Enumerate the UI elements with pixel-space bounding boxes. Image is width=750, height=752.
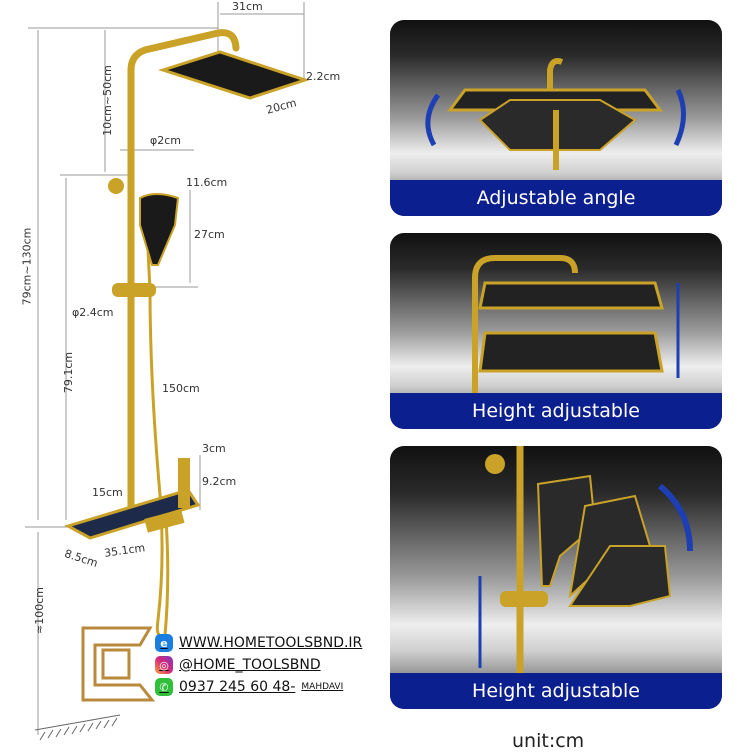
- brand-logo: [81, 626, 156, 702]
- instagram-link[interactable]: ◎ @HOME_TOOLSBND: [155, 656, 321, 674]
- panel-adjustable-angle: Adjustable angle: [390, 20, 722, 216]
- height-illustration: [472, 255, 680, 393]
- dim-head-width: 31cm: [232, 0, 263, 13]
- handheld-illustration: [478, 446, 693, 673]
- instagram-text: @HOME_TOOLSBND: [179, 657, 321, 673]
- dim-head-thickness: 2.2cm: [306, 70, 341, 83]
- whatsapp-icon: ✆: [155, 678, 173, 696]
- dim-spout-width: 3cm: [202, 442, 226, 455]
- dim-arm-height: 10cm~50cm: [100, 65, 114, 136]
- dim-handheld-width: 11.6cm: [186, 176, 228, 189]
- instagram-icon: ◎: [155, 656, 173, 674]
- dim-pipe-bottom: φ2.4cm: [72, 306, 114, 319]
- panel-label: Adjustable angle: [390, 180, 722, 216]
- dim-handheld-length: 27cm: [194, 228, 225, 241]
- panel-label: Height adjustable: [390, 673, 722, 709]
- angle-illustration: [425, 58, 686, 170]
- dim-pipe-top: φ2cm: [150, 134, 182, 147]
- browser-icon: e: [155, 634, 173, 652]
- whatsapp-link[interactable]: ✆ 0937 245 60 48- MAHDAVI: [155, 678, 343, 696]
- panel-label: Height adjustable: [390, 393, 722, 429]
- swing-arrow-icon: [658, 483, 693, 552]
- shower-system-diagram: [25, 2, 310, 741]
- panel-height-adjustable-head: Height adjustable: [390, 233, 722, 429]
- website-text: WWW.HOMETOOLSBND.IR: [179, 635, 363, 651]
- dim-spout-height: 9.2cm: [202, 475, 237, 488]
- dim-total-height: 79cm~130cm: [20, 227, 34, 306]
- website-link[interactable]: e WWW.HOMETOOLSBND.IR: [155, 634, 362, 652]
- panel-height-adjustable-handheld: Height adjustable: [390, 446, 722, 709]
- dim-lower-height: 79.1cm: [62, 351, 76, 394]
- rotate-left-arrow-icon: [425, 93, 441, 147]
- phone-text: 0937 245 60 48-: [179, 679, 296, 695]
- rotate-right-arrow-icon: [673, 88, 686, 147]
- contact-name: MAHDAVI: [301, 682, 344, 692]
- dim-hose-length: 150cm: [162, 382, 200, 395]
- unit-label: unit:cm: [512, 730, 585, 752]
- dim-shelf-spacing: 15cm: [92, 486, 123, 499]
- dim-floor-height: ≈100cm: [32, 587, 46, 634]
